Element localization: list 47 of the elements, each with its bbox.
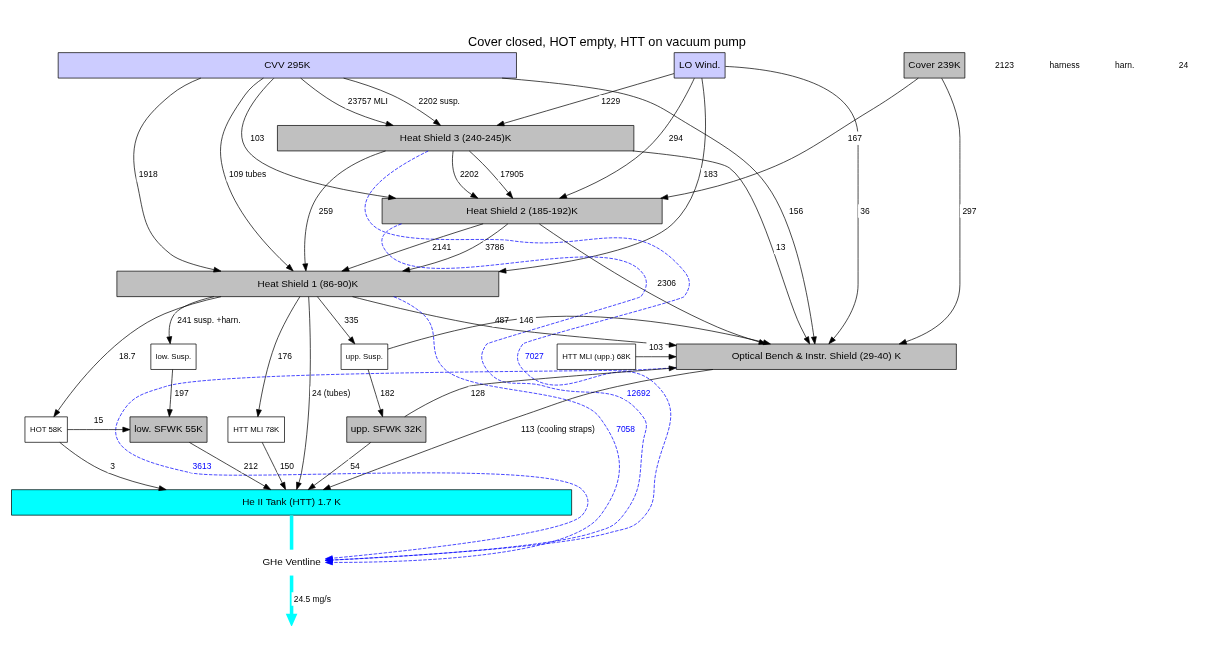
edge-label: 12692 — [626, 387, 651, 398]
edge-label: 103 — [250, 132, 265, 143]
label: harness — [1049, 59, 1080, 70]
edge-label: 183 — [703, 169, 718, 180]
diagram-title: Cover closed, HOT empty, HTT on vacuum pump — [468, 33, 746, 49]
edge-label: 7058 — [616, 424, 636, 435]
edge-label: 2202 — [459, 169, 479, 180]
edge-label: 23757 MLI — [347, 96, 388, 107]
node-text: GHe Ventline — [262, 556, 321, 568]
edge-label: 1229 — [601, 96, 621, 107]
edge-label: 113 (cooling straps) — [521, 424, 595, 435]
edge-label: 24.5 mg/s — [293, 593, 331, 604]
edge-label: 18.7 — [119, 351, 136, 362]
edge-label: 13 — [776, 242, 786, 253]
edge-label: 335 — [344, 314, 359, 325]
edge-label: 7027 — [524, 351, 544, 362]
edge-label: 3 — [110, 460, 115, 471]
edge-label: 150 — [279, 460, 295, 471]
edge-label: 15 — [93, 415, 104, 426]
edge-label: 182 — [380, 387, 395, 398]
label: 2123 — [995, 59, 1014, 70]
edge-label: 103 — [648, 342, 664, 353]
edge-label: 54 — [350, 460, 360, 471]
edge-label: 1918 — [138, 169, 158, 180]
edge-label: 176 — [277, 351, 292, 362]
edge-label: 24 (tubes) — [312, 387, 351, 398]
edge-label: 3613 — [192, 460, 212, 471]
label: 24 — [1178, 59, 1189, 70]
label: harn. — [1115, 59, 1135, 70]
edge-label: 212 — [243, 460, 258, 471]
edge-label: 294 — [668, 132, 684, 143]
edge-label: 109 tubes — [228, 169, 267, 180]
edge-label: 259 — [318, 205, 333, 216]
edge-label: 128 — [470, 387, 485, 398]
edge-label: 2141 — [432, 242, 452, 253]
edge-label: 167 — [847, 132, 862, 143]
edge-label: 197 — [174, 387, 189, 398]
edge-label: 487 — [494, 314, 510, 325]
edge-label: 297 — [962, 205, 977, 216]
edge-label: 3786 — [485, 242, 505, 253]
edge-label: 241 susp. +harn. — [177, 314, 241, 325]
edge-label: 146 — [519, 314, 534, 325]
edge-label: 2306 — [657, 278, 677, 289]
edge-label: 36 — [860, 205, 870, 216]
edge-label: 2202 susp. — [418, 96, 460, 107]
edge-label: 156 — [789, 205, 804, 216]
edge-label: 17905 — [500, 169, 524, 180]
